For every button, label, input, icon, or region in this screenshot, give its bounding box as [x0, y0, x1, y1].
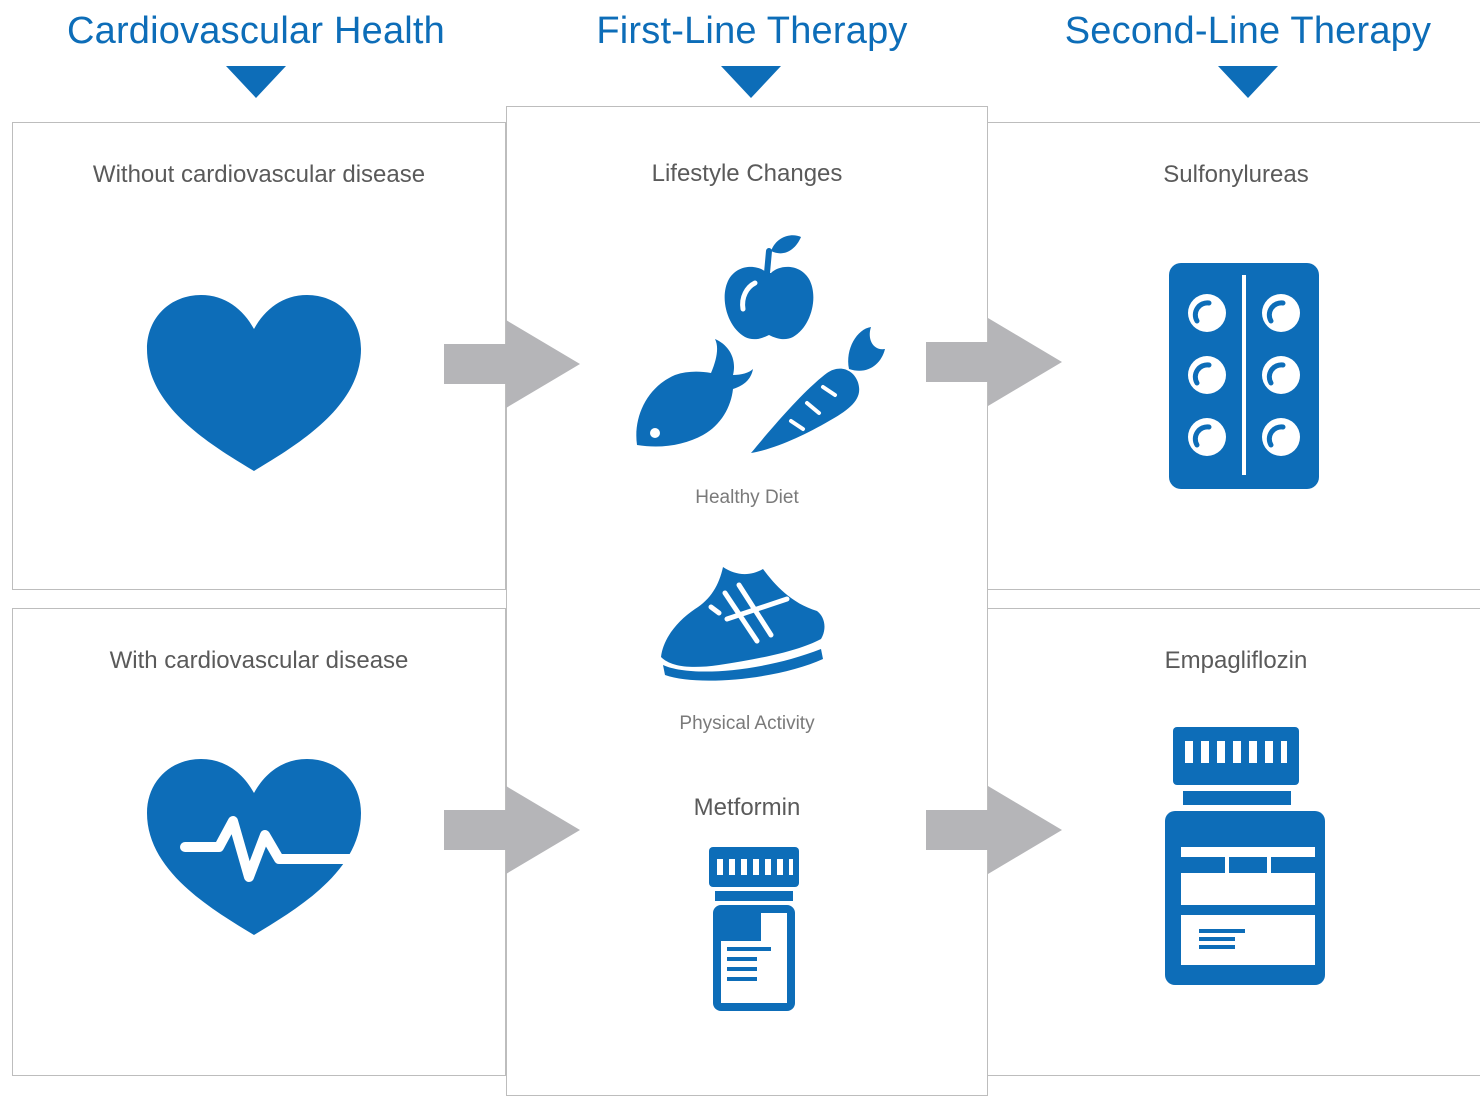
box-label-sulfonylureas: Sulfonylureas: [1163, 161, 1309, 188]
arrow-right-icon: [926, 318, 1062, 406]
box-sulfonylureas: Sulfonylureas: [986, 122, 1480, 590]
heartbeat-icon: [147, 759, 384, 935]
sneaker-icon: [661, 567, 825, 681]
label-physical-activity: Physical Activity: [679, 713, 815, 734]
box-label-lifestyle-changes: Lifestyle Changes: [651, 160, 843, 187]
down-triangle-icon: [721, 66, 781, 98]
box-with-cvd: With cardiovascular disease: [12, 608, 506, 1076]
column-title-cardiovascular-health: Cardiovascular Health: [66, 10, 446, 52]
arrow-right-icon: [926, 786, 1062, 874]
medicine-bottle-icon: [1165, 727, 1325, 985]
box-empagliflozin: Empagliflozin: [986, 608, 1480, 1076]
column-title-first-line-therapy: First-Line Therapy: [596, 10, 908, 52]
arrow-right-icon: [444, 320, 580, 408]
apple-icon: [724, 235, 814, 340]
box-label-without-cvd: Without cardiovascular disease: [92, 161, 426, 188]
box-label-empagliflozin: Empagliflozin: [1164, 647, 1308, 674]
label-metformin: Metformin: [693, 794, 801, 821]
down-triangle-icon: [226, 66, 286, 98]
box-without-cvd: Without cardiovascular disease: [12, 122, 506, 590]
pill-bottle-icon: [709, 847, 799, 1011]
arrow-right-icon: [444, 786, 580, 874]
heart-icon: [147, 295, 361, 471]
box-label-with-cvd: With cardiovascular disease: [109, 647, 409, 674]
fish-icon: [636, 339, 753, 447]
label-healthy-diet: Healthy Diet: [695, 487, 799, 508]
down-triangle-icon: [1218, 66, 1278, 98]
column-title-second-line-therapy: Second-Line Therapy: [1064, 10, 1432, 52]
blister-pack-icon: [1169, 263, 1319, 489]
box-first-line-therapy: Lifestyle Changes Healthy Diet Phys: [506, 106, 988, 1096]
carrot-icon: [751, 327, 885, 453]
